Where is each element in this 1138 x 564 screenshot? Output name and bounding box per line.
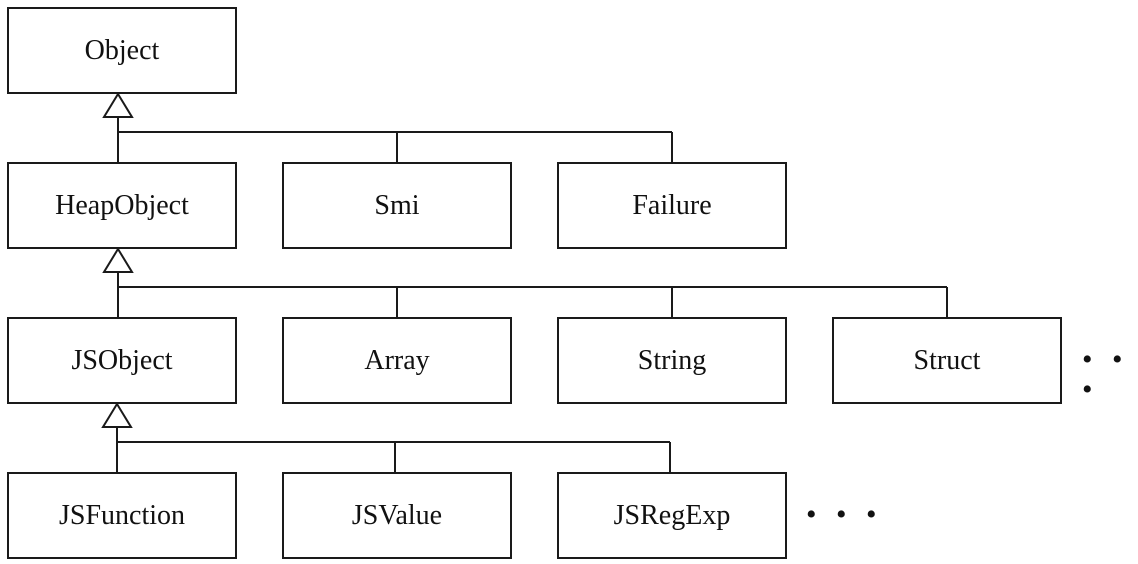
node-struct-label: Struct: [913, 344, 981, 376]
ellipsis-row3: • • •: [1082, 343, 1129, 406]
node-string: String: [557, 317, 787, 404]
inheritance-arrow-heapobject: [102, 247, 134, 273]
node-jsvalue-label: JSValue: [351, 499, 443, 531]
node-jsobject: JSObject: [7, 317, 237, 404]
node-jsfunction: JSFunction: [7, 472, 237, 559]
node-failure: Failure: [557, 162, 787, 249]
node-jsregexp-label: JSRegExp: [613, 499, 731, 531]
ellipsis-row4: • • •: [806, 498, 883, 531]
node-array: Array: [282, 317, 512, 404]
node-smi: Smi: [282, 162, 512, 249]
inheritance-arrow-object: [102, 92, 134, 118]
node-object-label: Object: [84, 34, 160, 66]
node-struct: Struct: [832, 317, 1062, 404]
node-smi-label: Smi: [374, 189, 420, 221]
node-jsregexp: JSRegExp: [557, 472, 787, 559]
node-jsvalue: JSValue: [282, 472, 512, 559]
node-object: Object: [7, 7, 237, 94]
node-jsobject-label: JSObject: [71, 344, 173, 376]
node-jsfunction-label: JSFunction: [58, 499, 186, 531]
node-string-label: String: [637, 344, 707, 376]
node-heapobject: HeapObject: [7, 162, 237, 249]
node-heapobject-label: HeapObject: [55, 189, 189, 221]
node-array-label: Array: [364, 344, 430, 376]
node-failure-label: Failure: [632, 189, 712, 221]
inheritance-arrow-jsobject: [101, 402, 133, 428]
